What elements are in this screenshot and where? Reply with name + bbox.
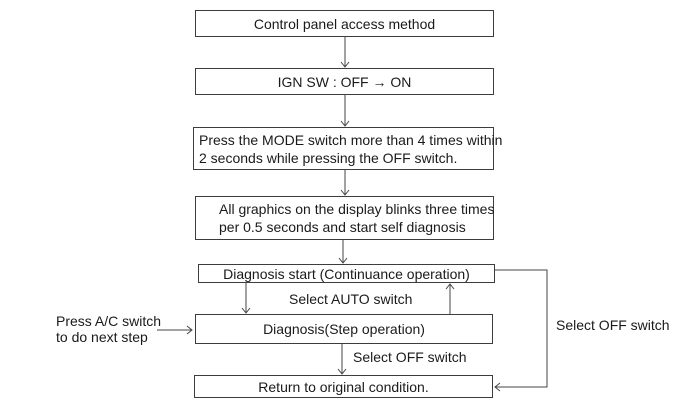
flow-box-label: IGN SW : OFF → ON bbox=[277, 73, 412, 90]
flow-box-return-original: Return to original condition. bbox=[194, 375, 493, 398]
flow-box-control-panel-access-method: Control panel access method bbox=[195, 10, 494, 37]
flow-box-label-line2: per 0.5 seconds and start self diagnosis bbox=[219, 219, 466, 235]
edge-label-press-ac-line2: to do next step bbox=[56, 329, 148, 345]
edge-label-press-ac-switch: Press A/C switch to do next step bbox=[56, 313, 161, 345]
arrow-box2-box3 bbox=[340, 95, 350, 127]
flow-box-label-line2: 2 seconds while pressing the OFF switch. bbox=[199, 149, 458, 166]
flow-box-label-line1: Press the MODE switch more than 4 times … bbox=[199, 131, 503, 148]
flow-box-press-mode-switch: Press the MODE switch more than 4 times … bbox=[193, 127, 502, 170]
arrow-box5-box6 bbox=[241, 283, 251, 314]
arrow-box3-box4 bbox=[340, 170, 350, 196]
arrow-box6-box7 bbox=[337, 344, 347, 375]
flow-box-diagnosis-step: Diagnosis(Step operation) bbox=[195, 314, 493, 344]
flow-box-label: Diagnosis start (Continuance operation) bbox=[223, 265, 470, 282]
flow-box-graphics-blink: All graphics on the display blinks three… bbox=[195, 196, 494, 240]
edge-label-press-ac-line1: Press A/C switch bbox=[56, 313, 162, 329]
flow-box-label: Control panel access method bbox=[253, 15, 436, 32]
flow-box-diagnosis-start: Diagnosis start (Continuance operation) bbox=[198, 264, 495, 283]
flow-box-label: Return to original condition. bbox=[258, 378, 429, 395]
edge-label-select-auto-switch: Select AUTO switch bbox=[289, 291, 413, 307]
flow-box-label-line1: All graphics on the display blinks three… bbox=[219, 201, 495, 217]
edge-label-select-off-switch-mid: Select OFF switch bbox=[353, 349, 467, 365]
arrow-press-ac-box6 bbox=[157, 325, 193, 335]
arrow-box4-box5 bbox=[338, 240, 348, 264]
arrow-box1-box2 bbox=[340, 37, 350, 68]
edge-label-select-off-switch-loop: Select OFF switch bbox=[556, 317, 670, 333]
arrow-box6-box5 bbox=[445, 283, 455, 314]
flow-box-label: Diagnosis(Step operation) bbox=[263, 321, 425, 337]
arrow-box5-box7-loop bbox=[494, 269, 548, 392]
flow-box-ign-sw-off-on: IGN SW : OFF → ON bbox=[195, 68, 494, 95]
